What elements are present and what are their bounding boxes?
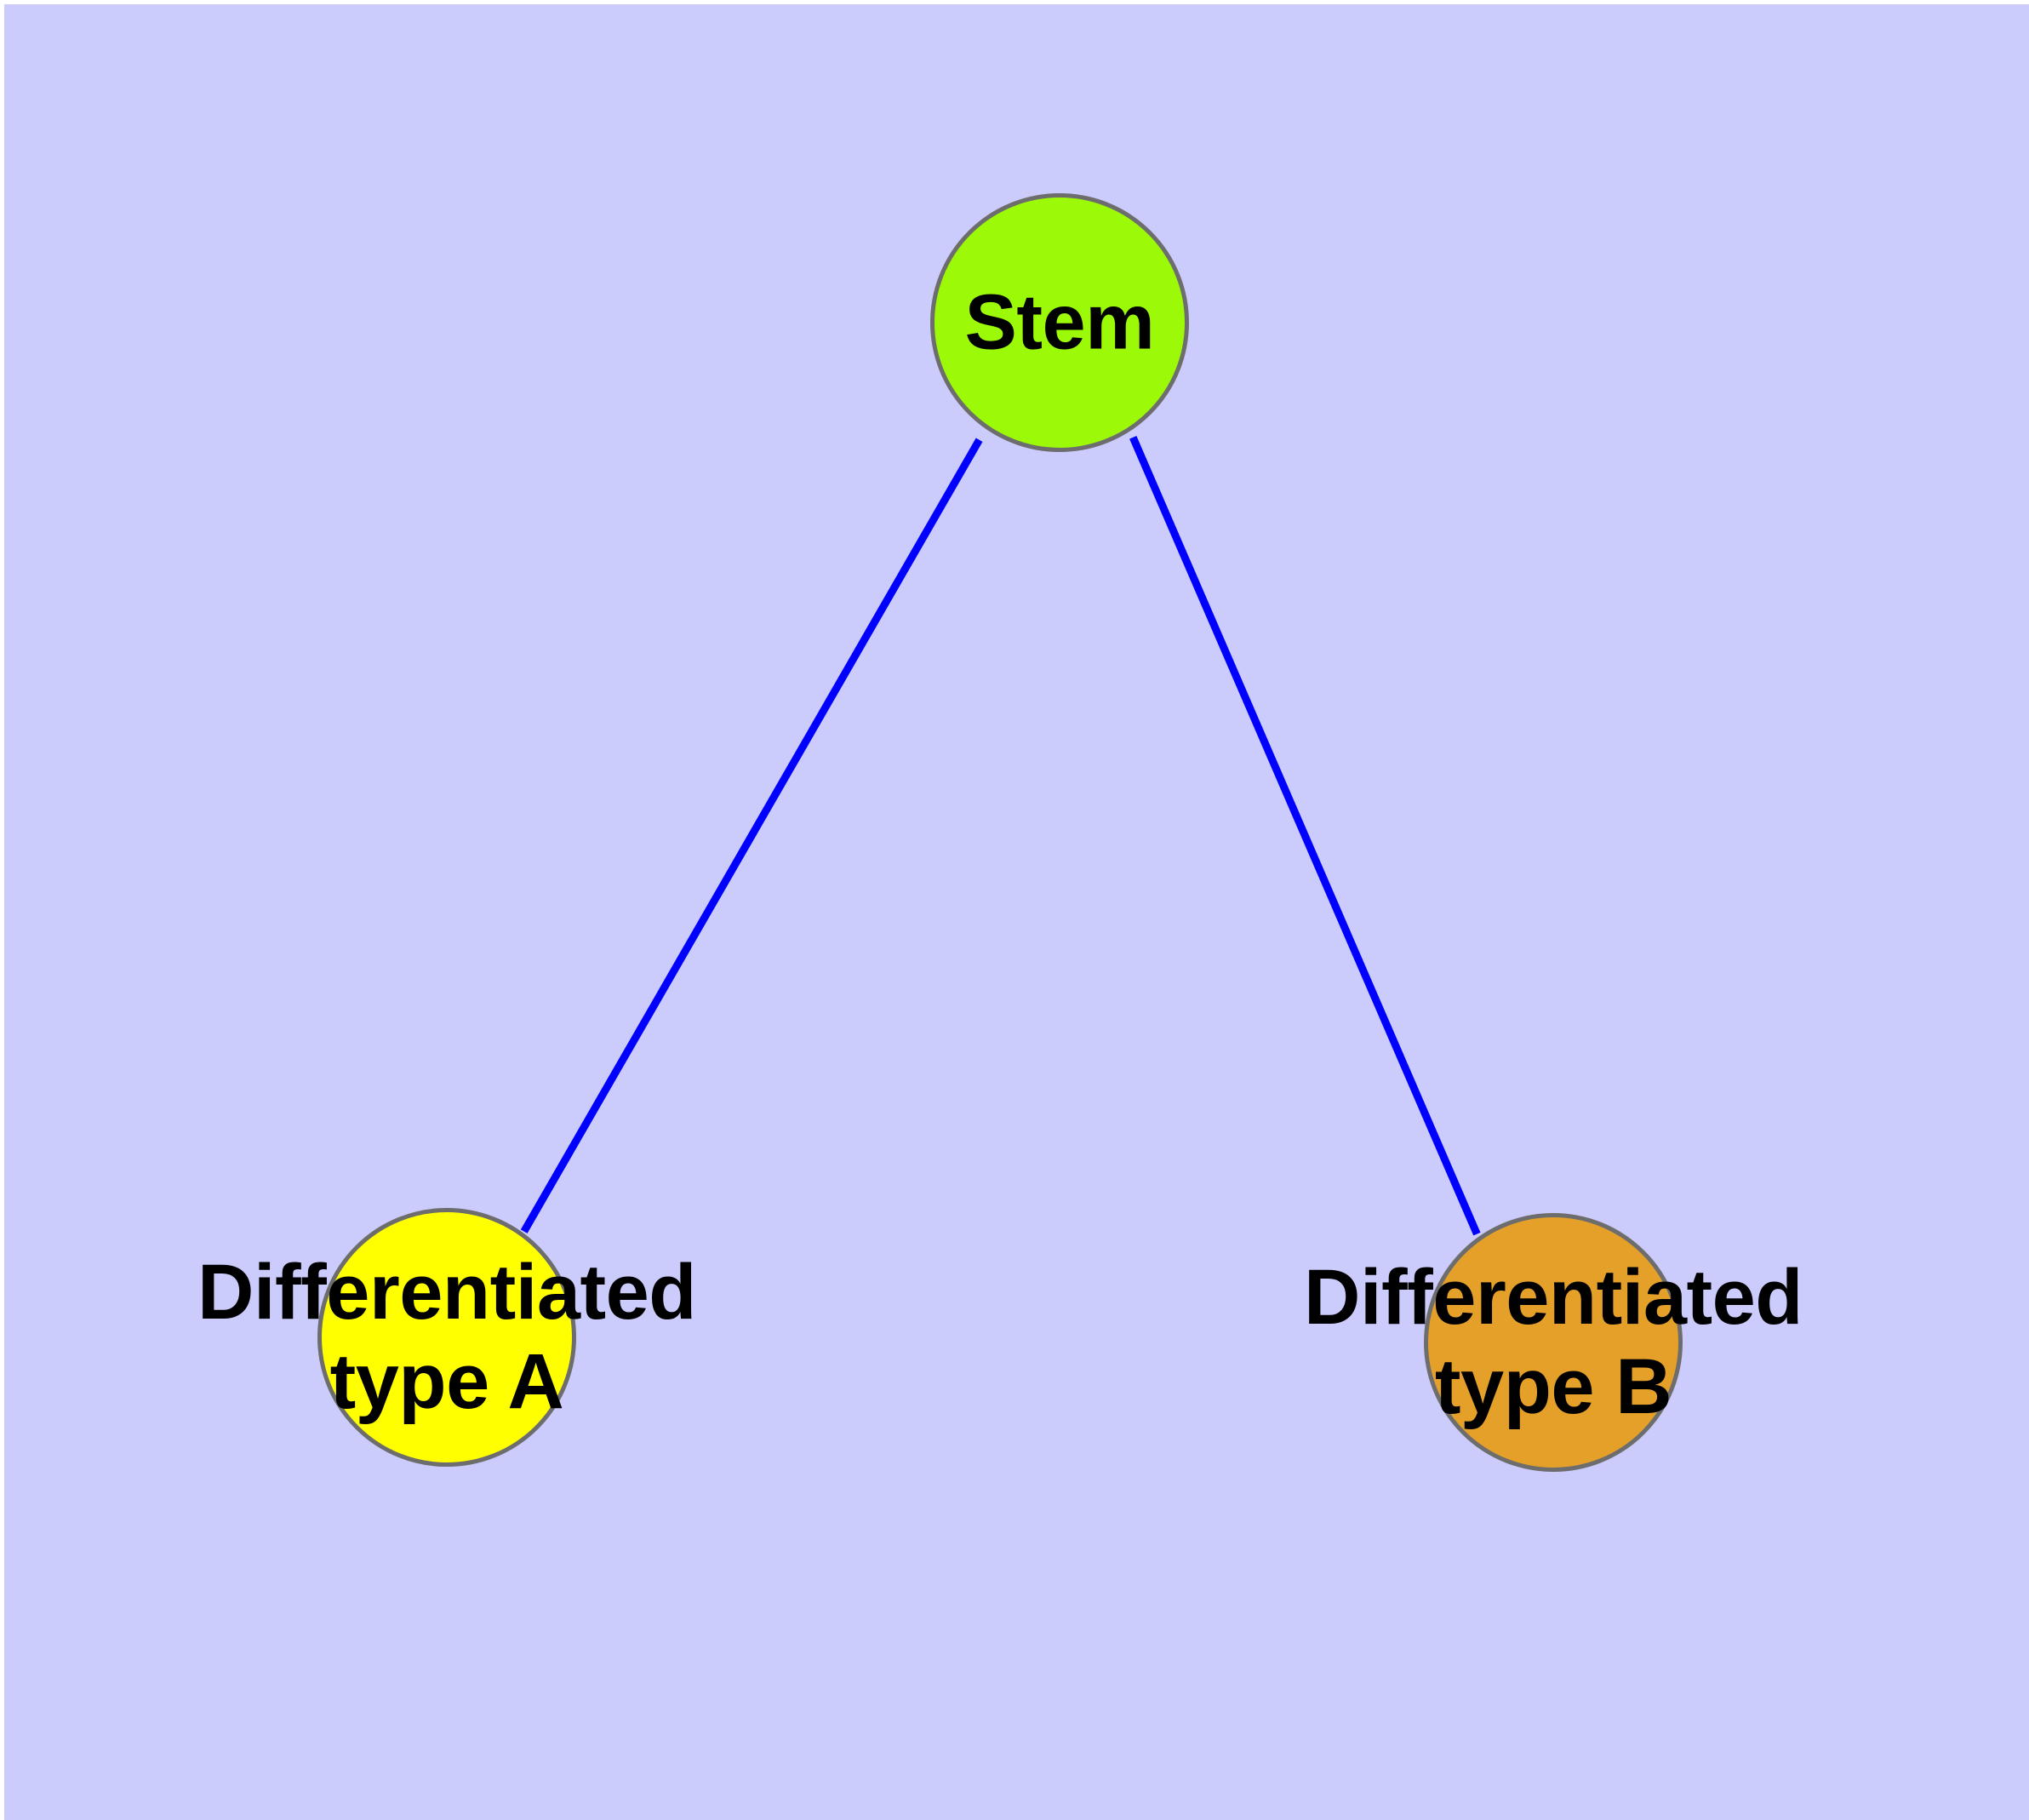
edge-layer: [520, 436, 1481, 1236]
edge-stem-to-differentiated-type-b[interactable]: [1129, 436, 1481, 1236]
node-differentiated-type-a[interactable]: Differentiated type A: [197, 1208, 696, 1467]
node-stem[interactable]: Stem: [930, 193, 1189, 452]
node-stem-label: Stem: [964, 278, 1155, 366]
edge-stem-to-differentiated-type-a[interactable]: [520, 438, 983, 1233]
node-differentiated-type-b[interactable]: Differentiated type B: [1304, 1213, 1803, 1472]
